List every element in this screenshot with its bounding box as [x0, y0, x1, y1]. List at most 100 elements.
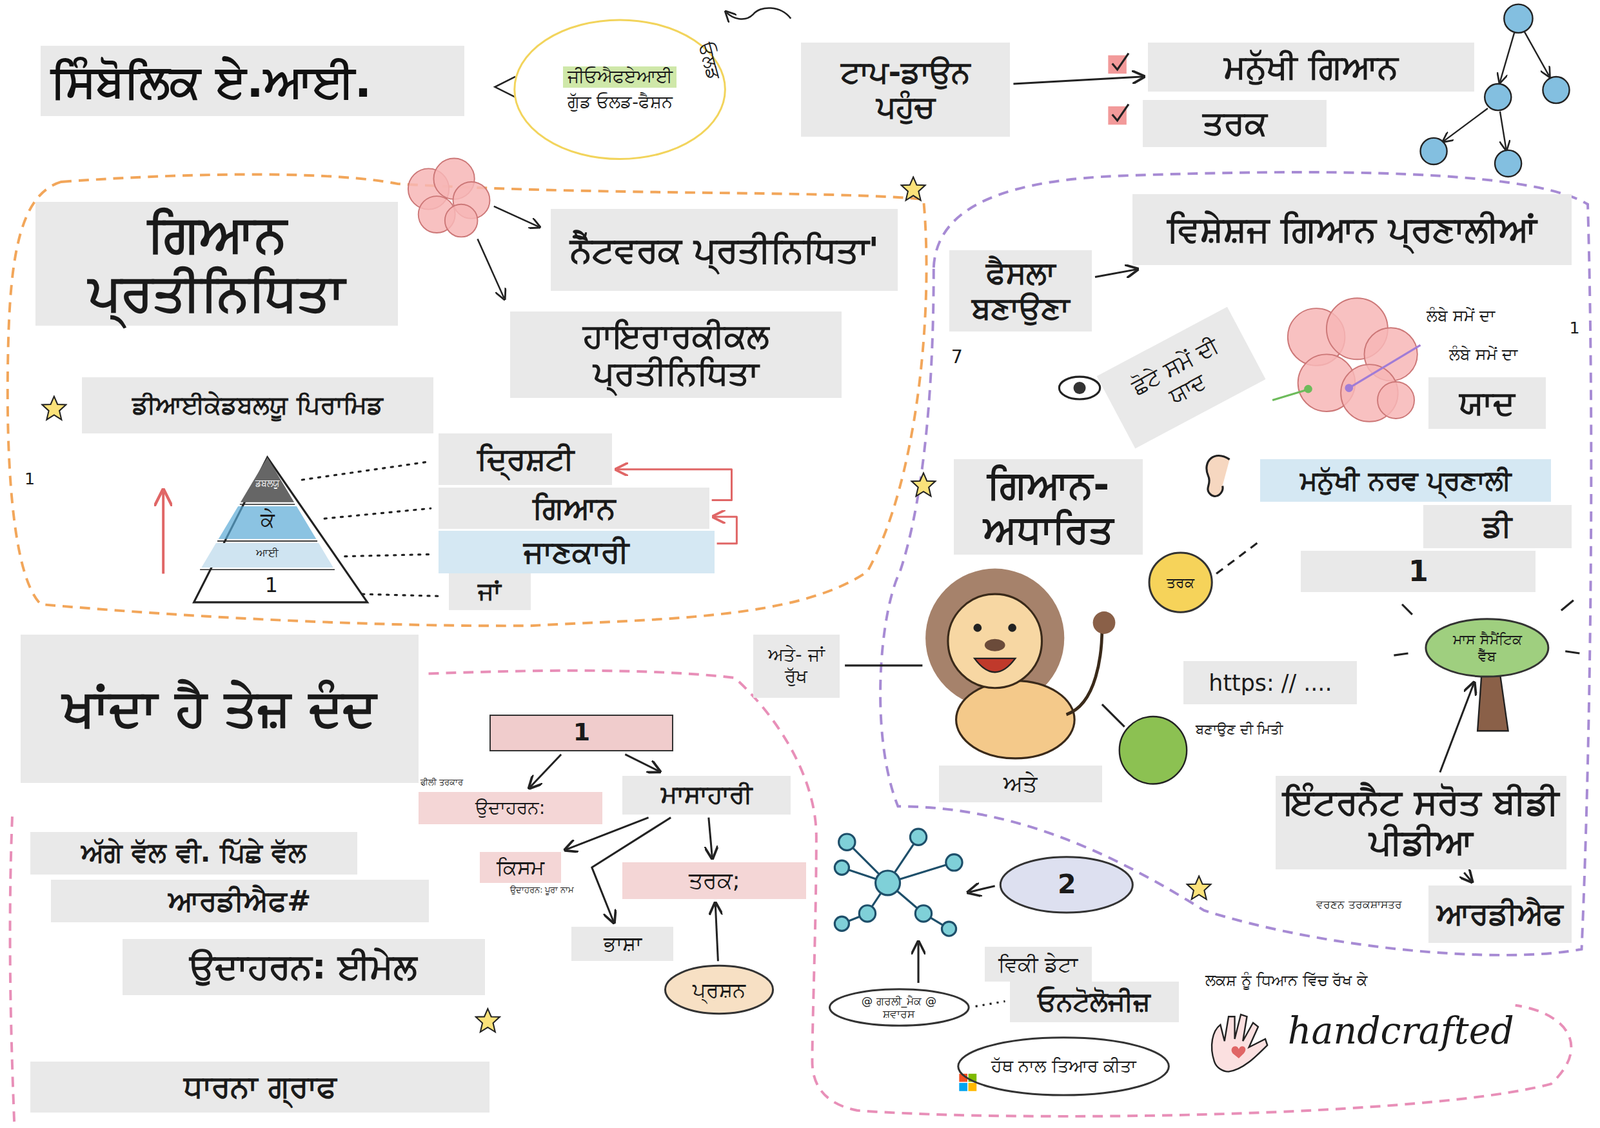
brain-lobe	[444, 204, 478, 238]
node-heading: ਗਿਆਨ- ਅਧਾਰਿਤ	[960, 462, 1136, 552]
node-heading: ਆਰਡੀਐਫ#	[58, 884, 422, 918]
node-content: ਗਿਆਨ- ਅਧਾਰਿਤ	[960, 462, 1136, 552]
label-text: ਕੇ	[260, 508, 275, 532]
pyramid-level: ਜਾਣਕਾਰੀ	[438, 530, 714, 574]
lion-body	[956, 681, 1076, 759]
node-heading: ਪ੍ਰਸ਼ਨ	[680, 978, 760, 1002]
label-text: 1	[1569, 318, 1581, 338]
lion-face	[948, 593, 1043, 689]
eye-outline	[1058, 376, 1100, 400]
node-heading: ਜਾਂ	[455, 577, 524, 607]
node-content: ਗਿਆਨ ਪ੍ਰਤੀਨਿਧਿਤਾ	[42, 205, 391, 323]
ellipse-shape	[958, 1037, 1170, 1096]
node-content: ਟਾਪ-ਡਾਉਨ ਪਹੁੰਚ	[808, 54, 1003, 126]
node-heading: ਆਰਡੀਐਫ	[1435, 896, 1564, 932]
topic-box: ਫੈਸਲਾ ਬਣਾਉਣਾ	[949, 250, 1093, 333]
node-content: ਮਨੁੱਖੀ ਗਿਆਨ	[1155, 48, 1468, 86]
connector-arrow	[1095, 268, 1138, 277]
leader-line	[301, 461, 431, 480]
checkbox-icons	[1107, 53, 1129, 126]
brain-arrow	[493, 206, 540, 228]
label-text: 7	[951, 346, 963, 369]
node-content: ਧਾਰਨਾ ਗ੍ਰਾਫ	[38, 1069, 484, 1105]
node-content: https: // ....	[1190, 670, 1350, 696]
connector-arrow	[713, 516, 738, 544]
note-box: ਲਕਸ਼ ਨੂੰ ਧਿਆਨ ਵਿੱਚ ਰੱਖ ਕੇ	[1191, 964, 1381, 998]
node-heading: ਤਰਕ	[1157, 574, 1204, 591]
node-heading: ਟਾਪ-ਡਾਉਨ ਪਹੁੰਚ	[808, 54, 1003, 126]
graph-node	[834, 916, 849, 931]
topic-box: ਵਿਕੀ ਡੇਟਾ	[984, 946, 1092, 982]
purple-region	[880, 172, 1591, 956]
pointer-arrow	[969, 886, 996, 892]
tree-box: ਭਾਸ਼ਾ	[571, 926, 674, 962]
star-icon	[1187, 875, 1212, 899]
memory-link	[1272, 390, 1306, 401]
topic-box: ਨੈੱਟਵਰਕ ਪ੍ਰਤੀਨਿਧਿਤਾ'	[550, 208, 898, 291]
logic-circle: ਤਰਕ	[1147, 550, 1214, 614]
node-heading: ਫੈਸਲਾ ਬਣਾਉਣਾ	[956, 255, 1085, 326]
star-icon	[475, 1008, 500, 1032]
title-text: ਸਿੰਬੋਲਿਕ ਏ.ਆਈ.	[40, 45, 465, 117]
node-heading: ਲਕਸ਼ ਨੂੰ ਧਿਆਨ ਵਿੱਚ ਰੱਖ ਕੇ	[1198, 971, 1374, 990]
pyramid-divider	[217, 540, 318, 542]
node-heading: ਉਦਾਹਰਨ:	[425, 797, 596, 820]
graph-node	[946, 854, 963, 871]
number-bubble: 2	[997, 855, 1136, 915]
node-heading: ਖਾਂਦਾ ਹੈ ਤੇਜ਼ ਦੰਦ	[27, 679, 412, 738]
node-content: ਭਾਸ਼ਾ	[578, 931, 667, 956]
label-text: ਓਲਡ	[693, 40, 724, 82]
credit-bubble: ਹੱਥ ਨਾਲ ਤਿਆਰ ਕੀਤਾ	[953, 1035, 1174, 1097]
hand-outline	[1211, 1014, 1268, 1072]
node-content: ਅਤੇ	[946, 770, 1096, 797]
hand-icon	[1211, 1014, 1268, 1072]
leader-line	[362, 593, 442, 596]
label-text: 1	[24, 469, 35, 489]
label-text: handcrafted	[1287, 1009, 1515, 1053]
connector-arrow	[1463, 872, 1472, 882]
ray	[1561, 600, 1574, 611]
node-content: ਹੱਥ ਨਾਲ ਤਿਆਰ ਕੀਤਾ	[986, 1056, 1141, 1077]
node-heading: ਹੱਥ ਨਾਲ ਤਿਆਰ ਕੀਤਾ	[986, 1056, 1141, 1077]
network-dot	[1542, 76, 1570, 104]
node-heading: ਧਾਰਨਾ ਗ੍ਰਾਫ	[38, 1069, 484, 1105]
green-circle	[1119, 716, 1187, 784]
node-heading: ਅੱਗੇ ਵੱਲ ਵੀ. ਪਿੱਛੇ ਵੱਲ	[38, 837, 351, 869]
topic-box: ਉਦਾਹਰਨ: ਈਮੇਲ	[122, 938, 485, 996]
node-content: ਅਤੇ- ਜਾਂ ਰੁੱਖ	[760, 644, 833, 688]
node-heading: https: // ....	[1190, 670, 1350, 696]
pyramid-level: ਜਾਂ	[448, 573, 531, 611]
ray	[1393, 653, 1408, 656]
url-box: https: // ....	[1183, 661, 1357, 704]
node-heading: ਮਾਸਾਹਾਰੀ	[629, 780, 784, 810]
network-link	[1500, 32, 1515, 82]
node-heading: @ ਗਰਲੀ_ਮੈਕ @ ਸ਼ਵਾਰਸ	[848, 994, 950, 1021]
node-heading: ਵਿਕੀ ਡੇਟਾ	[991, 952, 1085, 976]
node-content: ਜਾਂ	[455, 577, 524, 607]
node-heading: ਓਨਟੋਲੋਜੀਜ਼	[1017, 986, 1172, 1018]
graph-node	[909, 828, 927, 845]
speech-bubble: ਜੀਓਐਫਏਆਈਗੁੱਡ ਓਲਡ-ਫੈਸ਼ਨ	[510, 15, 730, 164]
node-content: ਯਾਦ	[1435, 384, 1539, 422]
node-content: ਗਿਆਨ	[445, 490, 702, 527]
pyramid-divider	[199, 568, 335, 571]
topic-box: ਟਾਪ-ਡਾਉਨ ਪਹੁੰਚ	[800, 42, 1010, 137]
leader-line	[324, 508, 431, 519]
graph-node	[915, 905, 932, 922]
shape-outline	[510, 15, 730, 164]
pink-region	[10, 816, 15, 1123]
node-content: 1	[498, 718, 666, 747]
node-content: ਓਨਟੋਲੋਜੀਜ਼	[1017, 986, 1172, 1018]
star-icon	[901, 177, 926, 201]
node-content: ਡੀ	[1430, 508, 1564, 545]
checklist-item: ਮਨੁੱਖੀ ਗਿਆਨ	[1147, 42, 1475, 92]
tree-box: ਤਰਕ;	[622, 862, 807, 899]
graph-node	[875, 870, 901, 896]
pyramid-level: ਦ੍ਰਿਸ਼ਟੀ	[438, 433, 613, 485]
memory-box: ਯਾਦ	[1428, 377, 1546, 429]
label-text: ਉਦਾਹਰਨ: ਪੂਰਾ ਨਾਮ	[510, 885, 574, 896]
connector-line	[844, 664, 923, 667]
node-content: ਹਾਇਰਾਰਕੀਕਲ ਪ੍ਰਤੀਨਿਧਿਤਾ	[517, 317, 835, 393]
node-content: ਉਦਾਹਰਨ:	[425, 797, 596, 820]
memory-box: ਛੋਟੇ ਸਮੇਂ ਦੀ ਯਾਦ	[1096, 306, 1266, 449]
